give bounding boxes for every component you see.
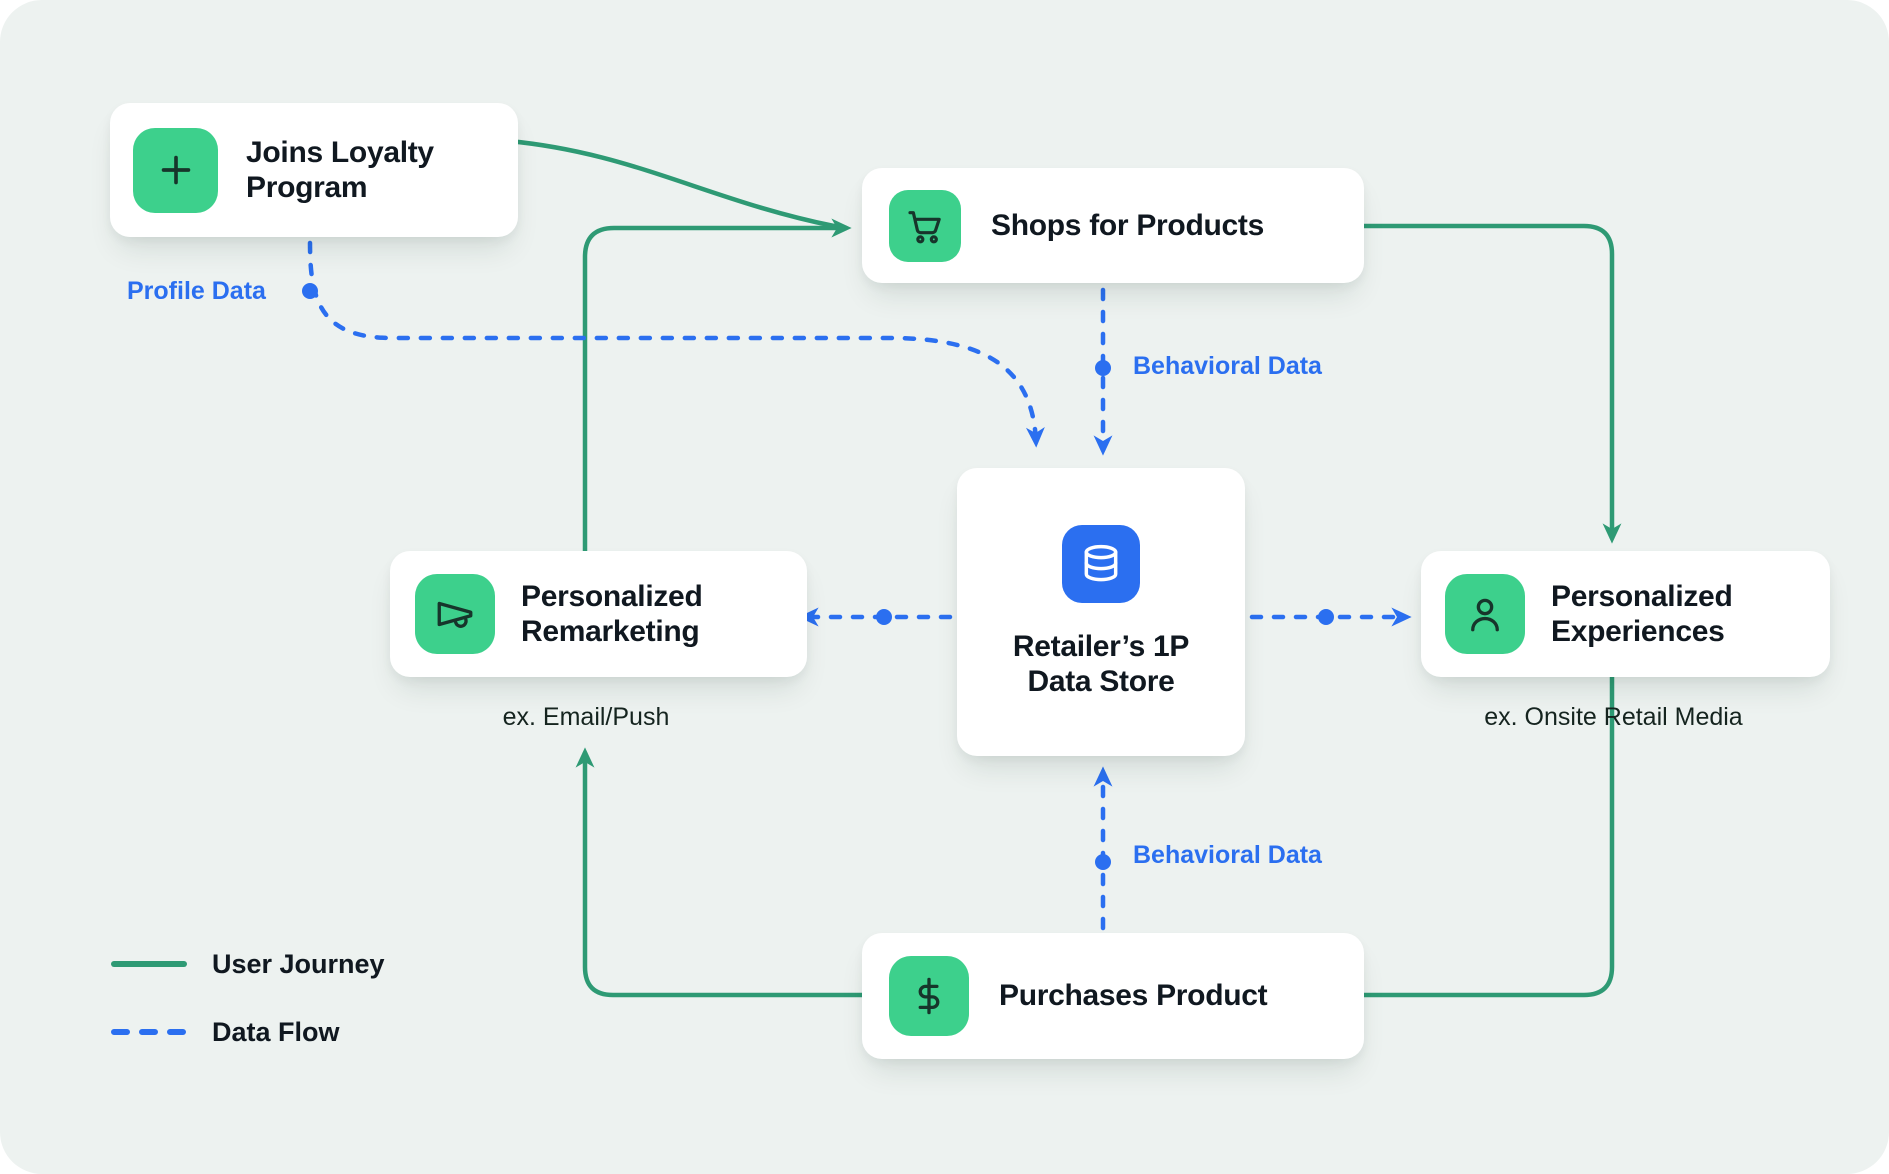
data-flow-dot	[876, 609, 892, 625]
flow-label-behavioral-data-bottom: Behavioral Data	[1133, 841, 1322, 869]
data-flow-dot	[1095, 854, 1111, 870]
node-personalized-remarketing: Personalized Remarketing	[390, 551, 807, 677]
node-personalized-experiences: Personalized Experiences	[1421, 551, 1830, 677]
node-purchases-product: Purchases Product	[862, 933, 1364, 1059]
node-caption-remarketing: ex. Email/Push	[502, 703, 670, 731]
database-icon	[1062, 524, 1140, 603]
legend-user-journey: User Journey	[110, 944, 385, 984]
legend-label: User Journey	[212, 948, 385, 979]
journey-purchases-to-remarketing	[575, 747, 865, 998]
data-flow-dot	[1318, 609, 1334, 625]
flow-label-profile-data: Profile Data	[127, 277, 266, 305]
node-title: Personalized Experiences	[1551, 579, 1733, 648]
data-flow-dot	[1095, 360, 1111, 376]
legend-label: Data Flow	[212, 1016, 340, 1047]
node-shops-for-products: Shops for Products	[862, 168, 1364, 283]
megaphone-icon	[415, 574, 495, 654]
legend: User Journey Data Flow	[110, 944, 385, 1052]
node-joins-loyalty-program: Joins Loyalty Program	[110, 103, 518, 237]
node-retailers-1p-data-store: Retailer’s 1P Data Store	[957, 468, 1245, 756]
data-flow-dot	[302, 283, 318, 299]
person-icon	[1445, 574, 1525, 654]
data-flow-swatch	[111, 1029, 187, 1035]
dollar-icon	[889, 956, 969, 1036]
flow-label-behavioral-data-top: Behavioral Data	[1133, 352, 1322, 380]
node-title: Shops for Products	[991, 208, 1264, 242]
node-title: Retailer’s 1P Data Store	[1012, 629, 1190, 698]
user-journey-swatch	[111, 961, 187, 967]
journey-shops-to-experiences	[1334, 223, 1622, 544]
node-caption-experiences: ex. Onsite Retail Media	[1484, 703, 1743, 731]
cart-icon	[889, 189, 961, 262]
journey-remarketing-to-shops	[582, 218, 852, 554]
journey-loyalty-to-shops	[494, 137, 837, 229]
legend-data-flow: Data Flow	[110, 1012, 385, 1052]
plus-icon	[133, 127, 218, 213]
node-title: Personalized Remarketing	[521, 579, 703, 648]
node-title: Purchases Product	[999, 979, 1268, 1013]
node-title: Joins Loyalty Program	[246, 135, 434, 204]
